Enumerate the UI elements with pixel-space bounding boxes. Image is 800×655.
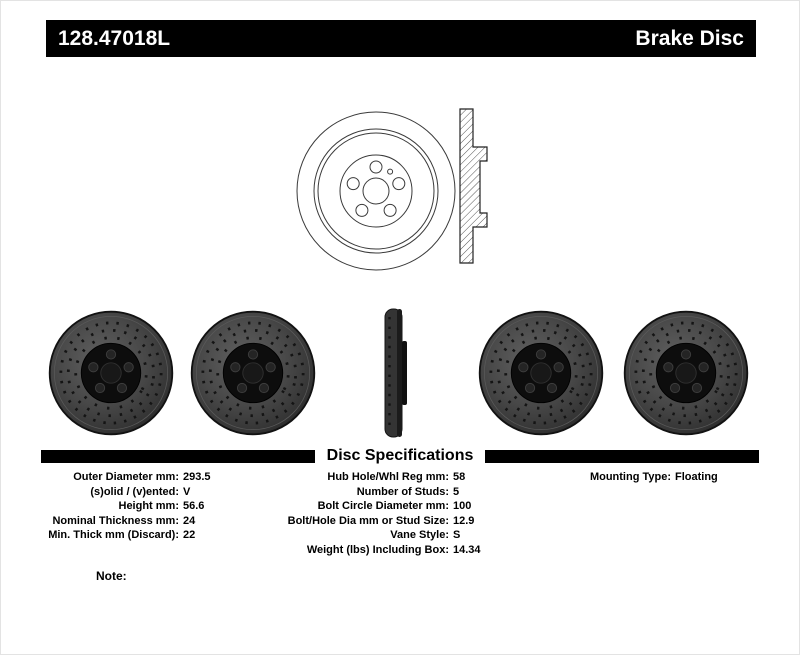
spec-row-number-of-studs: Number of Studs: 5 [281, 485, 566, 500]
spec-section-title: Disc Specifications [326, 447, 474, 464]
spec-label: Min. Thick mm (Discard): [48, 529, 179, 542]
spec-label: Number of Studs: [356, 485, 449, 498]
front-view-drawing [291, 106, 461, 276]
product-title: Brake Disc [635, 26, 744, 50]
spec-value: 56.6 [183, 500, 205, 513]
spec-label: Bolt Circle Diameter mm: [317, 500, 449, 513]
spec-label: Height mm: [118, 500, 180, 513]
spec-value: 24 [183, 514, 196, 527]
spec-value: 12.9 [453, 514, 475, 527]
spec-value: 293.5 [183, 471, 211, 483]
spec-label: Mounting Type: [589, 471, 671, 483]
spec-label: Nominal Thickness mm: [52, 514, 179, 527]
spec-row-vane-style: Vane Style: S [281, 528, 566, 543]
header-bar: 128.47018L Brake Disc [46, 20, 756, 57]
spec-row-min-thick: Min. Thick mm (Discard): 22 [41, 528, 276, 543]
spec-value: 100 [453, 500, 472, 513]
spec-row-mounting-type: Mounting Type: Floating [576, 470, 791, 485]
cross-section-drawing [446, 101, 516, 271]
spec-label: Outer Diameter mm: [73, 471, 179, 483]
spec-value: 5 [453, 485, 460, 498]
spec-row-solid-vented: (s)olid / (v)ented: V [41, 485, 276, 500]
spec-value: Floating [675, 471, 718, 483]
spec-row-height: Height mm: 56.6 [41, 499, 276, 514]
spec-label: Bolt/Hole Dia mm or Stud Size: [287, 514, 449, 527]
spec-value: S [453, 529, 461, 542]
spec-label: (s)olid / (v)ented: [90, 485, 179, 498]
spec-column-left: Outer Diameter mm: 293.5 (s)olid / (v)en… [41, 470, 276, 543]
drilled-rotor-photo-4 [621, 308, 751, 443]
spec-row-outer-diameter: Outer Diameter mm: 293.5 [41, 470, 276, 485]
left-rule [41, 449, 315, 463]
spec-row-bolt-circle-diameter: Bolt Circle Diameter mm: 100 [281, 499, 566, 514]
spec-column-middle: Hub Hole/Whl Reg mm: 58 Number of Studs:… [281, 470, 566, 558]
spec-row-nominal-thickness: Nominal Thickness mm: 24 [41, 514, 276, 529]
part-number: 128.47018L [58, 26, 171, 50]
right-rule [485, 449, 759, 463]
spec-row-hub-hole: Hub Hole/Whl Reg mm: 58 [281, 470, 566, 485]
spec-value: 22 [183, 529, 196, 542]
spec-label: Weight (lbs) Including Box: [306, 543, 449, 556]
spec-value: 58 [453, 471, 466, 483]
drilled-rotor-photo-3 [476, 308, 606, 443]
drilled-rotor-photo-1 [46, 308, 176, 443]
spec-column-right: Mounting Type: Floating [576, 470, 791, 485]
spec-label: Hub Hole/Whl Reg mm: [327, 471, 449, 483]
rotor-edge-view-photo [376, 303, 416, 448]
spec-row-weight: Weight (lbs) Including Box: 14.34 [281, 543, 566, 558]
note-label: Note: [96, 569, 127, 583]
spec-value: V [183, 485, 191, 498]
spec-value: 14.34 [453, 543, 481, 556]
spec-row-bolt-hole-dia: Bolt/Hole Dia mm or Stud Size: 12.9 [281, 514, 566, 529]
spec-section-header: Disc Specifications [41, 445, 759, 467]
drilled-rotor-photo-2 [188, 308, 318, 443]
spec-label: Vane Style: [390, 529, 449, 542]
